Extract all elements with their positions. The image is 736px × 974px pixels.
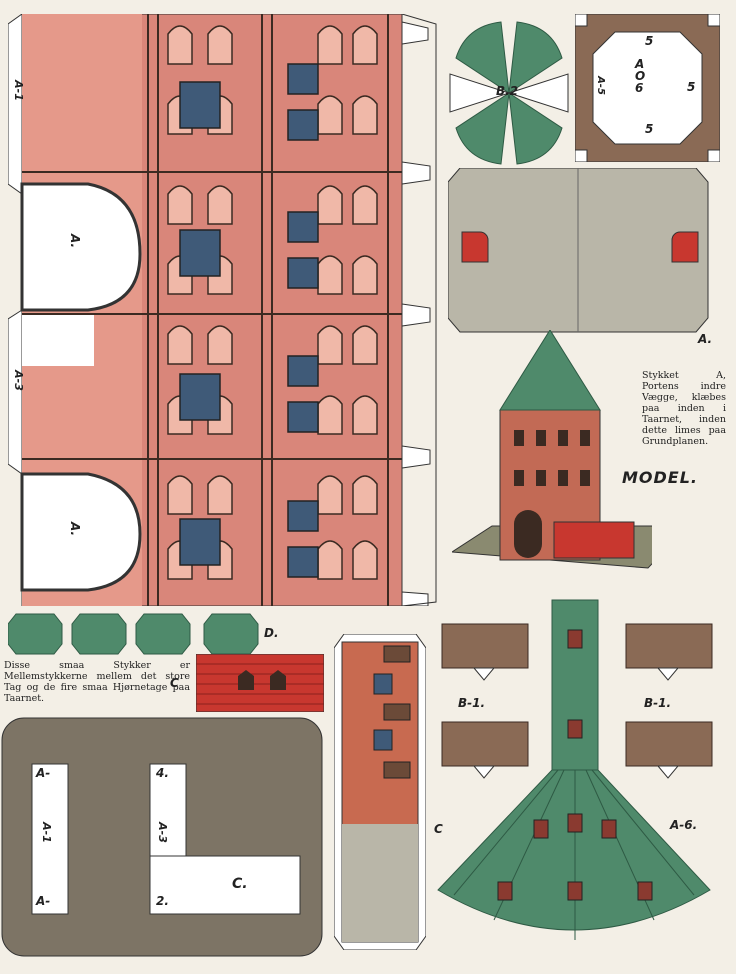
label-a1: A-1 — [11, 80, 25, 101]
label-5-right: 5 — [687, 80, 696, 94]
label-a6-roof: A-6. — [670, 818, 698, 832]
label-base-a1: A-1 — [39, 822, 53, 843]
b1-pieces: B-1. B-1. — [438, 614, 728, 804]
label-a-panel: A. — [698, 332, 713, 346]
piece-c-tall — [333, 633, 427, 951]
label-d: D. — [264, 626, 279, 640]
label-5-top: 5 — [645, 34, 654, 48]
label-a-arch-top: A. — [68, 233, 83, 249]
piece-b2: B.2 — [446, 18, 572, 168]
base-plate: A- A-1 A- 4. A-3 2. C. — [0, 714, 326, 960]
model-title: MODEL. — [622, 468, 699, 487]
label-a3: A-3 — [11, 370, 25, 391]
label-a5: A-5 — [594, 76, 606, 95]
piece-a-panel: A. — [447, 167, 728, 346]
label-b1-right: B-1. — [644, 696, 672, 710]
model-illustration — [450, 329, 690, 582]
label-5-bottom: 5 — [645, 122, 654, 136]
label-c-tall: C — [434, 822, 443, 836]
piece-a6-frame: A O 6 A-5 5 5 5 — [574, 13, 721, 163]
piece-c-small — [195, 653, 325, 713]
label-c-small: C — [170, 676, 179, 690]
label-base-4: 4. — [156, 766, 169, 780]
facade-sheet: A-1 A-3 A. A. — [7, 13, 440, 607]
label-base-a-top: A- — [36, 766, 51, 780]
label-a6-top: A O 6 — [635, 57, 646, 95]
label-c-base: C. — [232, 876, 248, 892]
d-pieces: D. — [7, 608, 298, 660]
pieces-note: Disse smaa Stykker er Mellemstykkerne me… — [4, 660, 190, 704]
label-base-a3: A-3 — [155, 822, 169, 843]
model-note: Stykket A, Portens indre Vægge, klæbes p… — [642, 370, 726, 447]
label-base-a-bottom: A- — [36, 894, 51, 908]
label-b1-left: B-1. — [458, 696, 486, 710]
piece-a6-roof: A-6. — [434, 590, 714, 954]
label-base-2: 2. — [156, 894, 169, 908]
facade-artwork — [7, 13, 437, 607]
label-b2: B.2 — [496, 84, 519, 98]
label-a-arch-bottom: A. — [68, 521, 83, 537]
